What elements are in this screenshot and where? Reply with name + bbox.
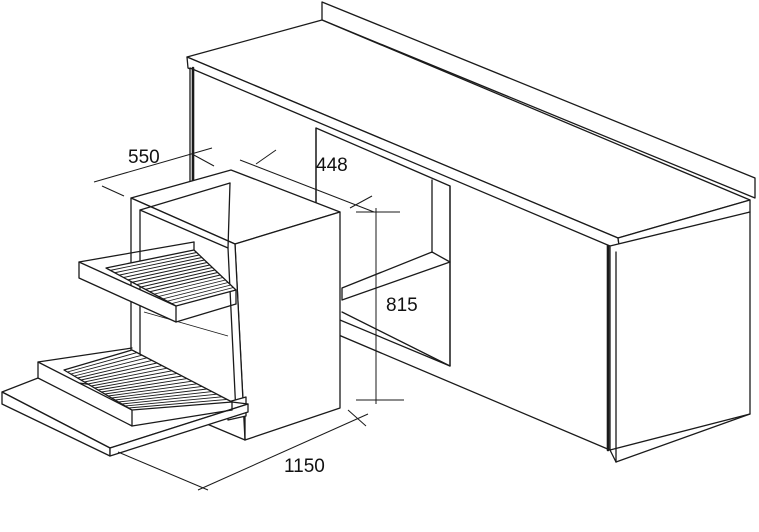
rack-wire <box>84 365 163 383</box>
rack-wire <box>132 264 210 283</box>
upper-rack-wires <box>110 252 234 305</box>
rack-wire <box>140 269 216 288</box>
rack-wire <box>77 359 153 379</box>
dimension-height: 815 <box>356 208 418 404</box>
cabinet-right-side <box>609 211 751 451</box>
dishwasher-door-side <box>109 403 249 457</box>
niche-opening <box>315 127 451 367</box>
rack-wire <box>91 370 173 387</box>
rack-wire <box>74 357 148 377</box>
rack-wire <box>110 252 197 271</box>
dimension-niche-width: 448 <box>239 149 375 213</box>
dimension-open-length: 1150 <box>117 409 369 491</box>
counter-backsplash <box>321 1 756 199</box>
open-length-dimension-label: 1150 <box>284 456 325 477</box>
rack-wire <box>171 287 234 305</box>
depth-dimension-label: 550 <box>128 147 160 168</box>
rack-wire <box>158 279 226 297</box>
lower-rack <box>1 347 249 457</box>
rack-wire <box>94 372 178 389</box>
rack-wire <box>114 254 200 274</box>
rack-wire <box>119 257 202 276</box>
rack-wire <box>87 367 168 385</box>
rack-wire <box>149 274 221 293</box>
rack-wire <box>136 267 213 286</box>
dimension-depth: 550 <box>93 147 215 197</box>
rack-wire <box>80 362 158 381</box>
rack-wire <box>121 393 218 405</box>
rack-wire <box>67 352 138 373</box>
lower-rack-wires <box>67 352 228 409</box>
height-dimension-label: 815 <box>386 295 418 316</box>
kitchen-counter <box>186 1 756 463</box>
niche-width-dimension-label: 448 <box>316 155 348 176</box>
rack-wire <box>128 398 228 409</box>
dishwasher-right-side <box>234 211 341 441</box>
rack-wire <box>108 383 198 397</box>
rack-wire <box>111 385 203 399</box>
rack-wire <box>125 396 223 407</box>
rack-wire <box>97 375 183 391</box>
rack-wire <box>118 391 213 403</box>
rack-wire <box>114 388 208 401</box>
rack-wire <box>123 259 205 278</box>
rack-wire <box>167 284 231 302</box>
rack-wire <box>70 354 143 375</box>
upper-rack <box>78 241 237 323</box>
rack-wire <box>162 282 229 300</box>
rack-wire <box>104 380 193 395</box>
rack-wire <box>101 378 188 393</box>
rack-wire <box>154 277 223 295</box>
rack-wire <box>127 262 208 281</box>
rack-wire <box>145 272 218 290</box>
